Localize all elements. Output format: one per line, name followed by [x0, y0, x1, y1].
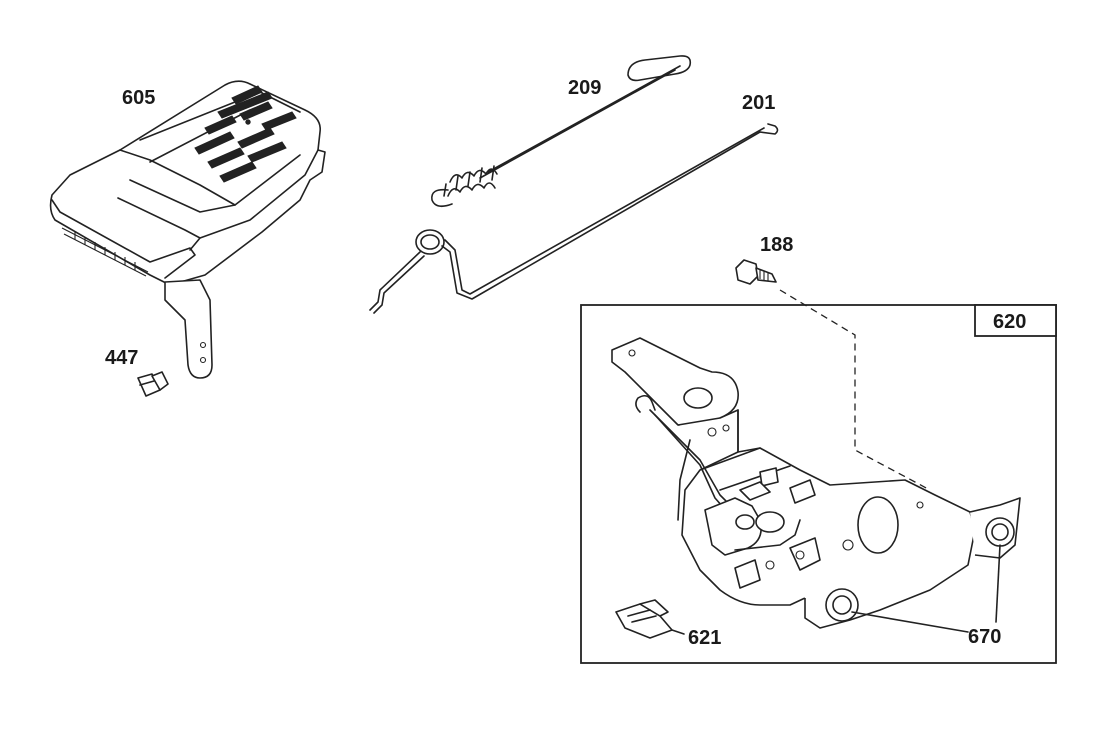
part-201-link: [369, 123, 779, 314]
part-620-bracket: [611, 337, 1021, 629]
leader-670-b: [995, 544, 1001, 623]
assembly-620-frame: [580, 304, 1057, 664]
part-label-201: 201: [742, 92, 776, 114]
part-label-188: 188: [760, 234, 794, 256]
part-188-screw: [735, 259, 777, 285]
part-label-605: 605: [122, 87, 156, 109]
part-label-447: 447: [105, 347, 139, 369]
part-605-cover: [49, 80, 326, 379]
leader-621: [671, 629, 685, 635]
spring-coil: [431, 165, 498, 208]
part-label-209: 209: [568, 77, 602, 99]
part-447-screw: [137, 371, 169, 397]
part-label-621: 621: [688, 627, 722, 649]
leader-188: [779, 289, 931, 491]
part-label-620: 620: [993, 311, 1027, 333]
leader-670-a: [851, 611, 969, 633]
part-621-clip: [615, 599, 673, 639]
assembly-620-tag: [974, 304, 1057, 337]
part-209-spring: [431, 55, 692, 208]
cover-vent-slots: [194, 85, 297, 183]
cover-edge-vents: [61, 227, 149, 277]
part-label-670: 670: [968, 626, 1002, 648]
